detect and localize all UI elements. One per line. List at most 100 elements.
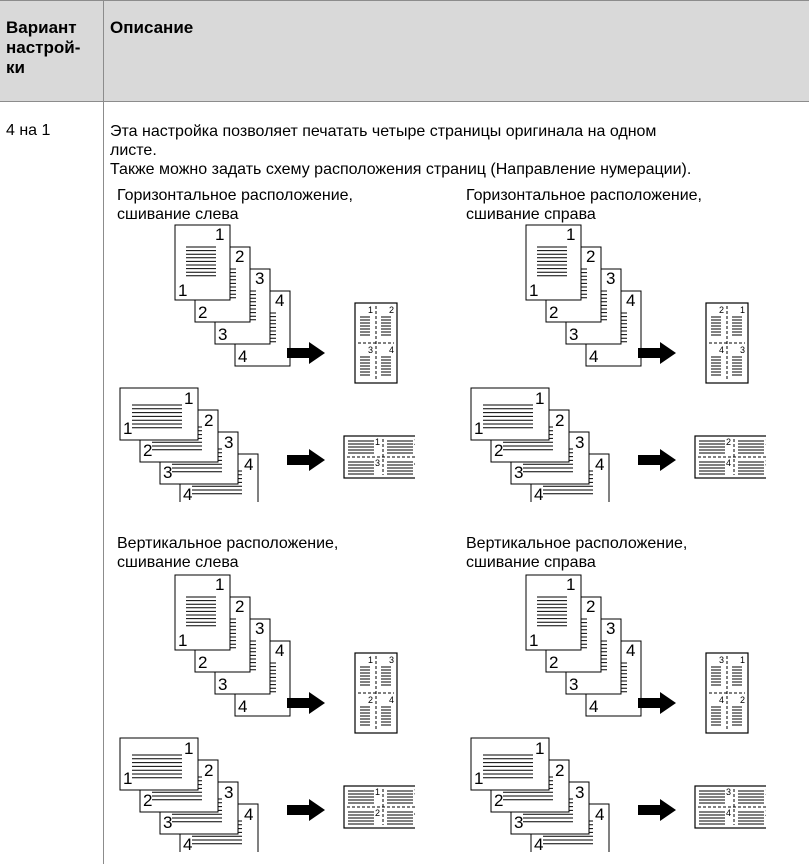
portrait-page-number: 2	[549, 303, 558, 322]
portrait-sheet	[525, 574, 582, 651]
result-page-number: 2	[719, 305, 724, 315]
caption-figure-1: Горизонтальное расположение, сшивание сл…	[117, 187, 353, 223]
arrow-icon	[638, 342, 676, 364]
result-page-number: 3	[719, 655, 724, 665]
result-page-number: 4	[414, 808, 415, 818]
header-description: Описание	[110, 18, 194, 37]
caption-figure-3: Вертикальное расположение, сшивание слев…	[117, 535, 339, 571]
portrait-page-number: 2	[198, 303, 207, 322]
portrait-page-number: 1	[178, 281, 187, 300]
portrait-sheet	[174, 574, 231, 651]
portrait-page-number: 1	[529, 631, 538, 650]
caption-figure-2: Горизонтальное расположение, сшивание сп…	[466, 187, 702, 223]
landscape-page-number: 3	[224, 433, 233, 452]
landscape-page-number: 1	[474, 769, 483, 788]
landscape-page-number: 3	[514, 813, 523, 832]
portrait-page-number: 3	[255, 619, 264, 638]
landscape-page-number: 4	[534, 835, 543, 852]
landscape-page-number: 4	[183, 835, 192, 852]
arrow-icon	[287, 799, 325, 821]
figure-horizontal-right-binding: 443322112143443322112143	[470, 224, 766, 502]
arrow-icon	[638, 799, 676, 821]
result-page-number: 1	[765, 787, 766, 797]
result-page-number: 1	[375, 787, 380, 797]
result-page-number: 4	[389, 345, 394, 355]
portrait-page-number: 3	[606, 619, 615, 638]
result-page-number: 4	[719, 345, 724, 355]
header-setting-option: Вариант настрой- ки	[6, 18, 81, 77]
landscape-page-number: 4	[183, 485, 192, 502]
landscape-page-number: 1	[184, 739, 193, 758]
figure-vertical-right-binding: 443322113142443322113142	[470, 574, 766, 852]
caption-figure-4: Вертикальное расположение, сшивание спра…	[466, 535, 688, 571]
landscape-sheet	[470, 387, 550, 441]
landscape-sheet	[119, 737, 199, 791]
result-page-number: 3	[726, 787, 731, 797]
portrait-page-number: 3	[569, 325, 578, 344]
portrait-page-number: 4	[589, 347, 598, 366]
landscape-page-number: 3	[224, 783, 233, 802]
result-page-number: 1	[368, 305, 373, 315]
portrait-page-number: 2	[549, 653, 558, 672]
desc-line-1: Эта настройка позволяет печатать четыре …	[110, 123, 657, 140]
column-divider	[103, 0, 104, 864]
landscape-sheet	[470, 737, 550, 791]
result-page-number: 3	[375, 458, 380, 468]
landscape-page-number: 1	[535, 389, 544, 408]
portrait-page-number: 1	[529, 281, 538, 300]
landscape-sheet	[119, 387, 199, 441]
result-page-number: 2	[375, 808, 380, 818]
result-page-number: 3	[368, 345, 373, 355]
portrait-page-number: 1	[566, 575, 575, 594]
landscape-page-number: 3	[163, 813, 172, 832]
portrait-page-number: 4	[275, 641, 284, 660]
result-page-number: 3	[765, 458, 766, 468]
landscape-page-number: 2	[204, 761, 213, 780]
portrait-page-number: 4	[589, 697, 598, 716]
result-page-number: 4	[414, 458, 415, 468]
landscape-page-number: 4	[244, 805, 253, 824]
arrow-icon	[287, 342, 325, 364]
result-page-number: 1	[368, 655, 373, 665]
result-page-number: 3	[389, 655, 394, 665]
result-page-number: 2	[389, 305, 394, 315]
desc-line-3: Также можно задать схему расположения ст…	[110, 161, 692, 178]
landscape-page-number: 2	[555, 411, 564, 430]
result-page-number: 2	[414, 437, 415, 447]
landscape-page-number: 2	[143, 791, 152, 810]
result-page-number: 1	[740, 305, 745, 315]
landscape-page-number: 3	[575, 433, 584, 452]
result-page-number: 3	[414, 787, 415, 797]
landscape-page-number: 1	[123, 769, 132, 788]
landscape-page-number: 4	[534, 485, 543, 502]
portrait-page-number: 1	[178, 631, 187, 650]
portrait-page-number: 2	[198, 653, 207, 672]
result-page-number: 2	[726, 437, 731, 447]
landscape-page-number: 2	[204, 411, 213, 430]
portrait-page-number: 2	[235, 247, 244, 266]
landscape-page-number: 4	[244, 455, 253, 474]
result-page-number: 4	[719, 695, 724, 705]
landscape-page-number: 3	[163, 463, 172, 482]
row-label: 4 на 1	[6, 122, 51, 139]
table-header	[0, 0, 809, 102]
landscape-page-number: 1	[474, 419, 483, 438]
portrait-page-number: 4	[275, 291, 284, 310]
result-page-number: 1	[740, 655, 745, 665]
figure-horizontal-left-binding: 443322111234443322111234	[119, 224, 415, 502]
result-page-number: 3	[740, 345, 745, 355]
portrait-page-number: 4	[626, 641, 635, 660]
arrow-icon	[287, 449, 325, 471]
result-page-number: 4	[389, 695, 394, 705]
portrait-page-number: 2	[586, 247, 595, 266]
portrait-page-number: 1	[215, 225, 224, 244]
result-page-number: 1	[765, 437, 766, 447]
landscape-page-number: 2	[494, 441, 503, 460]
landscape-page-number: 1	[123, 419, 132, 438]
portrait-page-number: 1	[566, 225, 575, 244]
figure-vertical-left-binding: 443322111324443322111324	[119, 574, 415, 852]
portrait-sheet	[525, 224, 582, 301]
landscape-page-number: 4	[595, 805, 604, 824]
portrait-page-number: 2	[235, 597, 244, 616]
portrait-page-number: 3	[255, 269, 264, 288]
